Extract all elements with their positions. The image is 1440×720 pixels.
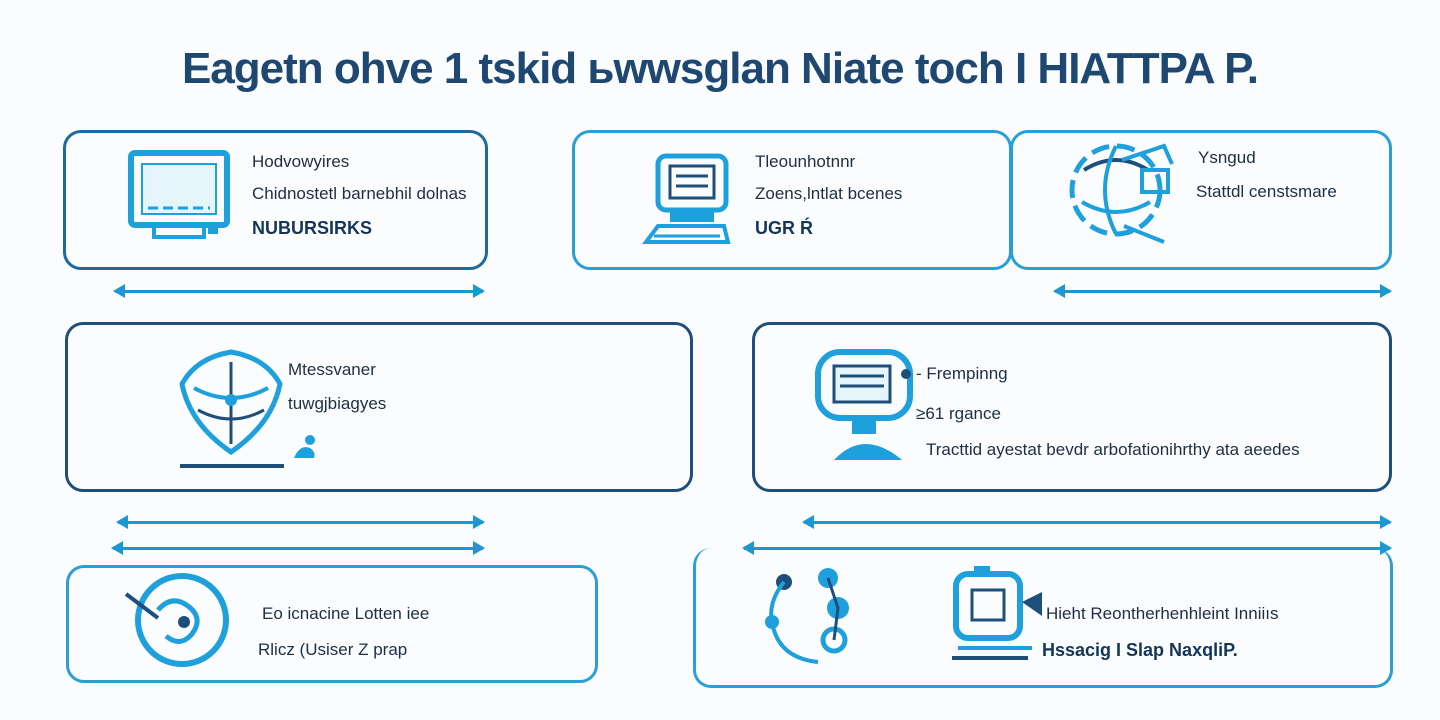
- panel-mid-right: [752, 322, 1392, 492]
- panel-top-left: [63, 130, 488, 270]
- arrow-top-right: [1053, 284, 1392, 298]
- node2-label-2: Zoens,lntlat bcenes: [755, 184, 903, 203]
- node2-label-1: Tleounhotnnr: [755, 152, 856, 171]
- node8-label-2: Hssacig I Slap NaxqliP.: [1042, 640, 1238, 660]
- computer-icon: [640, 152, 732, 246]
- display-stand-icon: [812, 348, 916, 468]
- panel-bottom-left: [66, 565, 598, 683]
- arrow-mid-right-2: [742, 541, 1392, 555]
- panel-bottom-right: [693, 548, 1393, 688]
- small-figure-icon: [290, 434, 320, 460]
- node4-label-2: tuwgjbiagyes: [288, 394, 387, 413]
- node3-label-1: Ysngud: [1198, 148, 1256, 167]
- node6-label-1: Eo icnacine Lotten iee: [262, 604, 430, 623]
- globe-network-icon: [1064, 130, 1176, 248]
- arrow-top-left: [113, 284, 485, 298]
- node8-label-1: Hieht Reontherhenhleint Inniiıs: [1046, 604, 1279, 623]
- panel-mid-left: [65, 322, 693, 492]
- circle-badge-icon: [122, 570, 232, 670]
- arrow-mid-left-2: [111, 541, 485, 555]
- node4-label-1: Mtessvaner: [288, 360, 376, 379]
- connected-nodes-icon: [758, 562, 858, 670]
- node5-label-2: ≥61 rgance: [916, 404, 1001, 423]
- arrow-mid-left-1: [116, 515, 485, 529]
- monitor-icon: [128, 150, 232, 240]
- panel-top-right: [1010, 130, 1392, 270]
- node5-label-3: Tracttid ayestat bevdr arbofationihrthy …: [926, 440, 1300, 459]
- page-title: Eagetn ohve 1 tskid ьwwsglan Niate toch …: [181, 44, 1259, 93]
- shield-network-icon: [176, 348, 286, 472]
- node5-label-1: - Frempinng: [916, 364, 1008, 383]
- node2-label-3: UGR Ŕ: [755, 218, 813, 238]
- node3-label-2: Stattdl censtsmare: [1196, 182, 1337, 201]
- node6-label-2: Rlicz (Usiser Z prap: [258, 640, 408, 659]
- arrow-mid-right-1: [802, 515, 1392, 529]
- node1-label-3: NUBURSIRKS: [252, 218, 373, 238]
- workstation-icon: [948, 562, 1048, 666]
- node1-label-2: Chidnostetl barnebhil dolnas: [252, 184, 467, 203]
- node1-label-1: Hodvowyires: [252, 152, 350, 171]
